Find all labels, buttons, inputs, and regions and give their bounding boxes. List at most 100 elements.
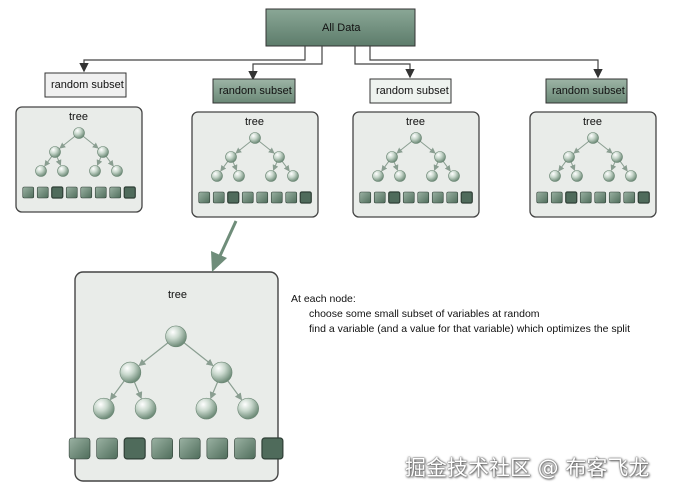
leaf-square	[565, 191, 578, 204]
tree-node	[210, 361, 233, 384]
tree-edge	[569, 161, 576, 171]
tree-edge	[227, 380, 243, 401]
tree-root-node	[249, 132, 261, 144]
tree-edge	[272, 161, 279, 171]
leaf-square	[51, 186, 64, 199]
root-connectors	[79, 46, 603, 81]
tree-node	[603, 170, 615, 182]
tree-edge	[55, 156, 62, 166]
connector-3	[354, 46, 415, 79]
subset-label-4: random subset	[552, 85, 625, 97]
leaf-square	[123, 186, 136, 199]
leaf-square	[359, 191, 372, 204]
leaf-square	[123, 437, 146, 460]
watermark: 掘金技术社区 @ 布客飞龙	[405, 456, 650, 480]
tree-edge	[133, 381, 143, 400]
tree-edge	[138, 342, 169, 367]
tree-label-3: tree	[406, 116, 425, 128]
tree-edge	[420, 141, 436, 154]
trees-group	[22, 127, 650, 460]
tree-edge	[381, 161, 390, 172]
tree-node	[225, 151, 237, 163]
leaf-square	[198, 191, 211, 204]
tree-node	[49, 146, 61, 158]
tree-label-large: tree	[168, 289, 187, 301]
tree-node	[97, 146, 109, 158]
tree-edge	[442, 161, 451, 172]
tree-node	[195, 397, 218, 420]
root-box	[265, 8, 416, 47]
tree-node	[35, 165, 47, 177]
leaf-square	[299, 191, 312, 204]
leaf-square	[402, 191, 415, 204]
tree-3	[359, 132, 473, 204]
tree-1	[22, 127, 136, 199]
tree-edge	[209, 381, 219, 400]
zoom-arrow	[217, 220, 238, 259]
leaf-square	[256, 191, 269, 204]
tree-node	[625, 170, 637, 182]
leaf-square	[388, 191, 401, 204]
subset-box-2	[212, 78, 296, 104]
tree-edge	[433, 161, 440, 171]
leaf-square	[241, 191, 254, 204]
leaf-square	[151, 437, 173, 460]
tree-node	[93, 397, 115, 420]
leaf-square	[446, 191, 459, 204]
tree-root-node	[587, 132, 599, 144]
tree-node	[265, 170, 277, 182]
tree-label-4: tree	[583, 116, 602, 128]
tree-node	[273, 151, 285, 163]
tree-panel-2	[191, 111, 319, 218]
leaf-square	[96, 437, 118, 460]
tree-panel-large	[74, 271, 279, 482]
tree-edge	[235, 141, 251, 154]
tree-edge	[573, 141, 589, 154]
tree-label-1: tree	[69, 111, 88, 123]
tree-edge	[220, 161, 229, 172]
tree-edge	[59, 136, 75, 149]
leaf-square	[608, 191, 621, 204]
subset-label-3: random subset	[376, 85, 449, 97]
tree-edge	[109, 380, 125, 401]
tree-node	[571, 170, 583, 182]
tree-root-node	[165, 325, 187, 348]
tree-edge	[610, 161, 617, 171]
tree-root-node	[73, 127, 85, 139]
leaf-square	[460, 191, 473, 204]
tree-node	[563, 151, 575, 163]
leaf-square	[94, 186, 107, 199]
tree-panel-4	[529, 111, 657, 218]
subset-box-4	[545, 78, 628, 104]
tree-edge	[558, 161, 567, 172]
leaf-square	[212, 191, 225, 204]
tree-node	[211, 170, 223, 182]
leaf-square	[623, 191, 636, 204]
tree-edge	[105, 156, 114, 167]
leaf-square	[637, 191, 650, 204]
leaf-square	[109, 186, 122, 199]
leaf-square	[285, 191, 298, 204]
leaf-square	[179, 437, 201, 460]
tree-node	[372, 170, 384, 182]
connector-2	[248, 46, 323, 81]
leaf-square	[579, 191, 592, 204]
leaf-square	[227, 191, 240, 204]
connector-1	[79, 46, 306, 73]
leaf-square	[270, 191, 283, 204]
note-heading: At each node:	[291, 293, 356, 305]
tree-edge	[619, 161, 628, 172]
tree-node	[386, 151, 398, 163]
tree-edge	[231, 161, 238, 171]
tree-node	[448, 170, 460, 182]
leaf-square	[373, 191, 386, 204]
tree-edge	[392, 161, 399, 171]
tree-panel-1	[15, 106, 143, 213]
leaf-square	[550, 191, 563, 204]
zoom-arrow-head	[211, 251, 227, 272]
leaf-square	[594, 191, 607, 204]
subset-label-2: random subset	[219, 85, 292, 97]
tree-node	[57, 165, 69, 177]
connector-4	[369, 46, 603, 79]
tree-large	[68, 325, 284, 460]
